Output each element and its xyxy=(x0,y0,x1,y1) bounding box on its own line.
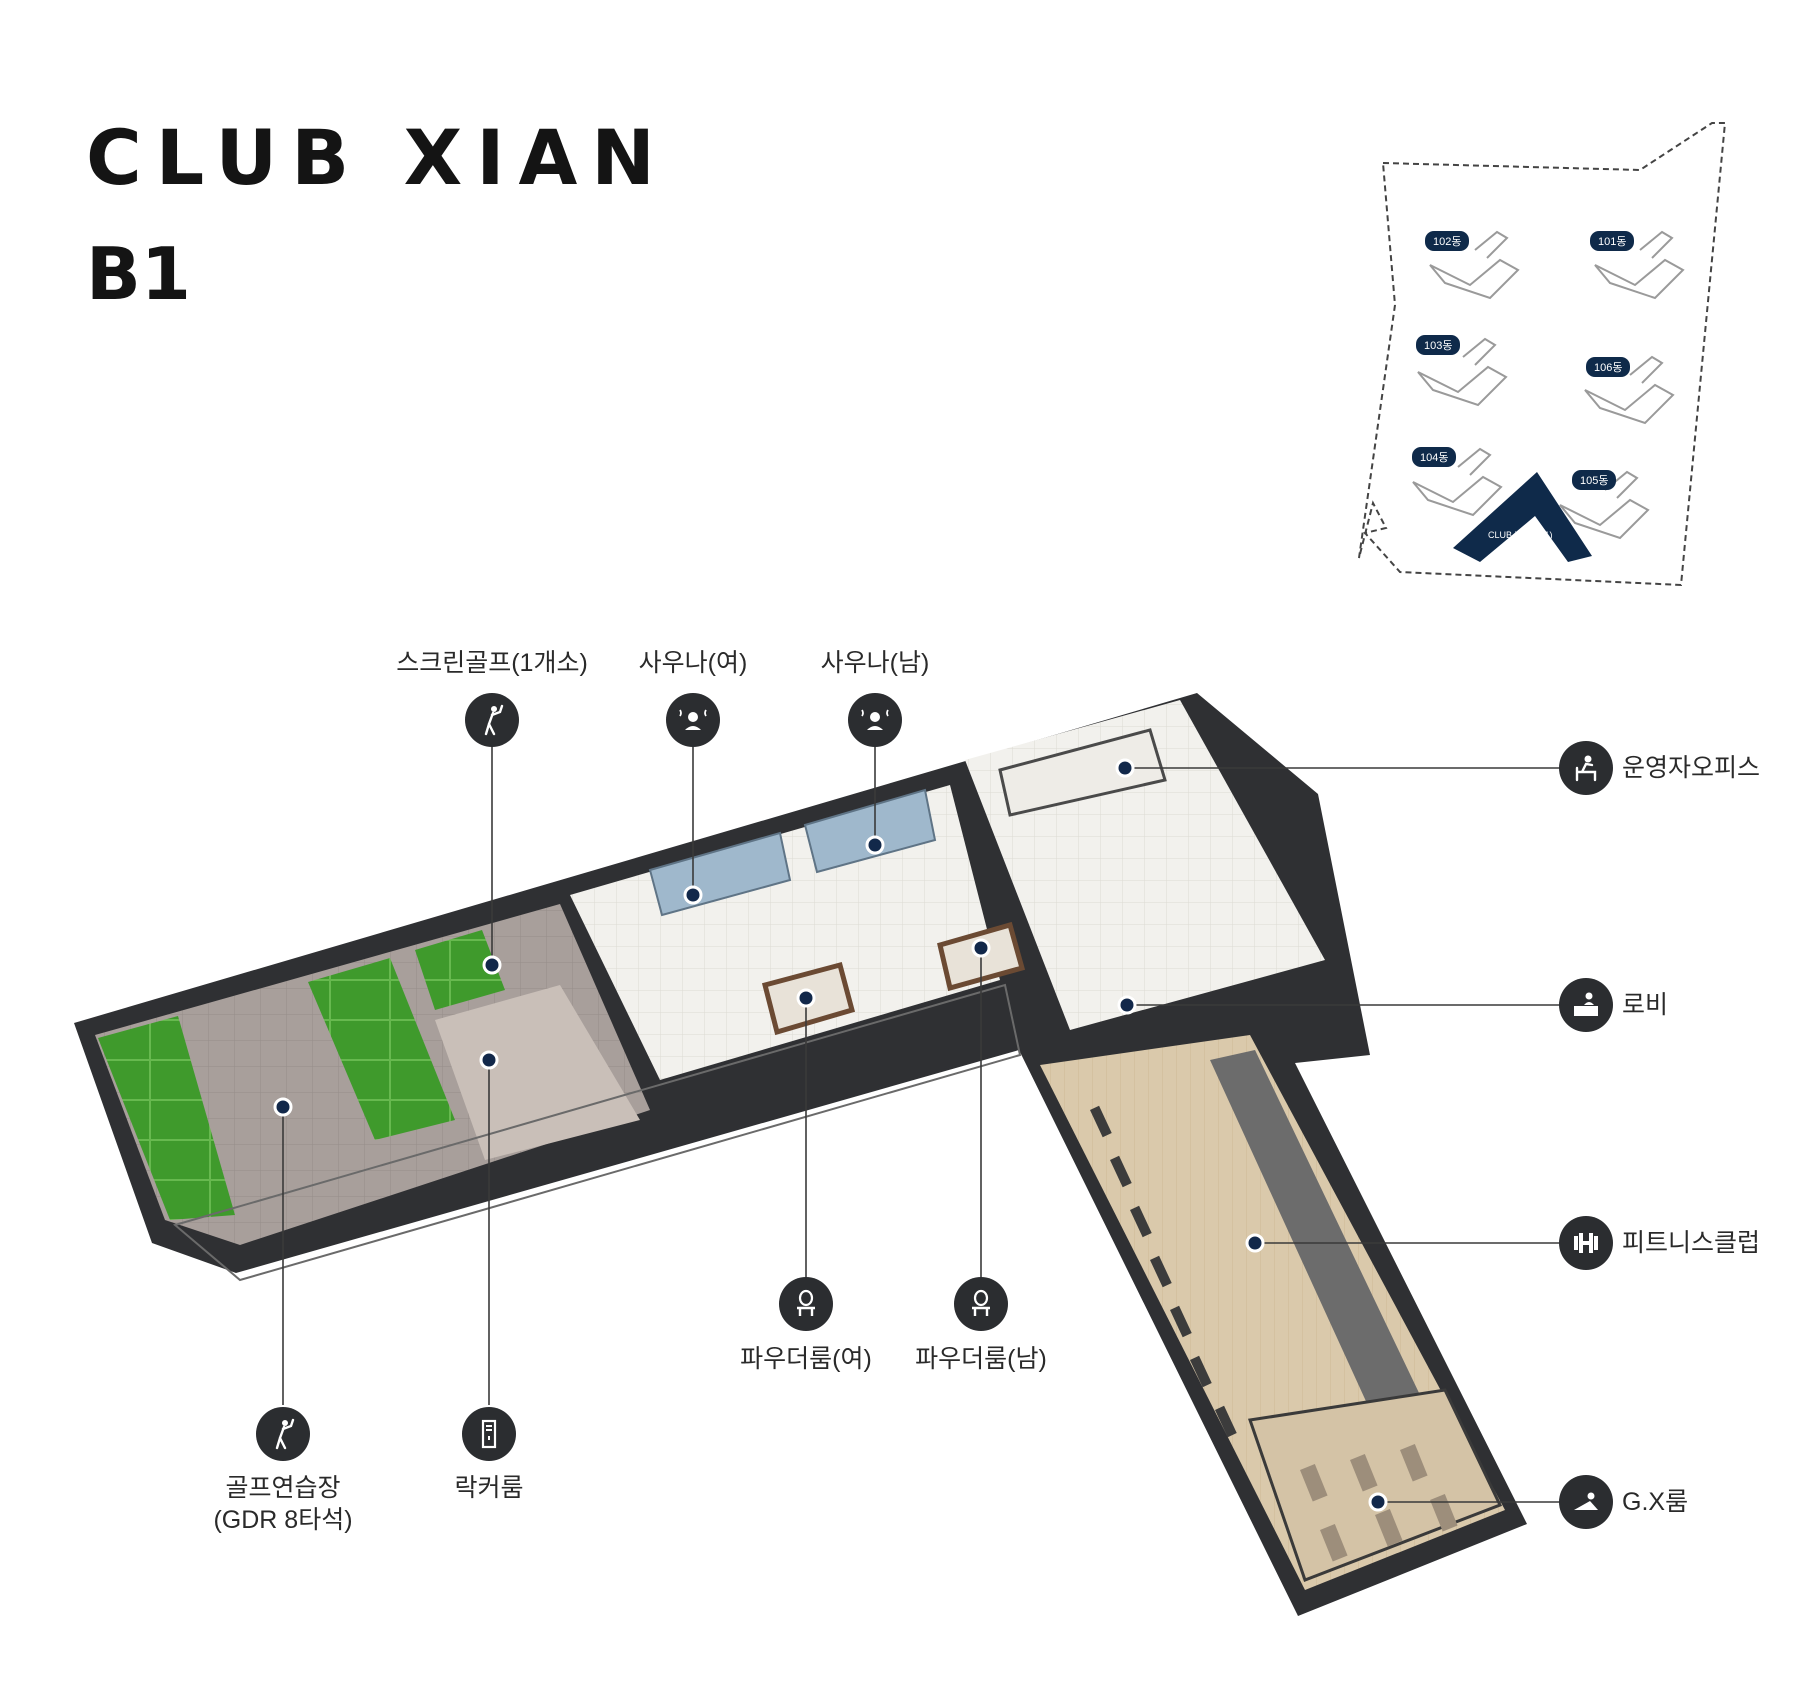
minimap-label-104: 104동 xyxy=(1412,447,1457,467)
label-gx-room: G.X룸 xyxy=(1622,1488,1689,1516)
leader-lines xyxy=(282,720,1560,1503)
brand-title: CLUB XIAN xyxy=(86,113,669,202)
minimap-club-label: CLUB XIAN(B1) xyxy=(1488,530,1553,540)
label-powder-male: 파우더룸(남) xyxy=(915,1345,1047,1373)
floor-label: B1 xyxy=(86,232,191,316)
golfer-icon xyxy=(465,693,519,747)
label-powder-female: 파우더룸(여) xyxy=(740,1345,872,1373)
yoga-icon xyxy=(1559,1475,1613,1529)
lobby-desk-icon xyxy=(1559,978,1613,1032)
club-location-marker xyxy=(1453,472,1592,562)
label-office: 운영자오피스 xyxy=(1622,754,1761,782)
dumbbell-icon xyxy=(1559,1216,1613,1270)
label-sauna-female: 사우나(여) xyxy=(638,649,748,677)
label-fitness: 피트니스클럽 xyxy=(1622,1229,1761,1257)
label-sauna-male: 사우나(남) xyxy=(820,649,930,677)
vanity-icon xyxy=(954,1277,1008,1331)
label-golf-range-title: 골프연습장 xyxy=(225,1474,341,1502)
label-lobby: 로비 xyxy=(1622,991,1669,1019)
label-golf-range: 골프연습장 (GDR 8타석) xyxy=(213,1472,352,1536)
location-dots xyxy=(273,758,1388,1512)
minimap-label-101: 101동 xyxy=(1590,231,1635,251)
label-golf-range-sub: (GDR 8타석) xyxy=(213,1506,353,1534)
label-screen-golf: 스크린골프(1개소) xyxy=(396,649,588,677)
minimap-label-105: 105동 xyxy=(1572,470,1617,490)
b1-floor-plan xyxy=(74,693,1527,1616)
locker-icon xyxy=(462,1407,516,1461)
golfer-icon xyxy=(256,1407,310,1461)
label-locker: 락커룸 xyxy=(454,1474,524,1502)
office-icon xyxy=(1559,741,1613,795)
minimap-label-102: 102동 xyxy=(1425,231,1470,251)
sauna-icon xyxy=(848,693,902,747)
minimap-label-103: 103동 xyxy=(1416,335,1461,355)
sauna-icon xyxy=(666,693,720,747)
site-minimap xyxy=(1358,122,1727,587)
vanity-icon xyxy=(779,1277,833,1331)
minimap-label-106: 106동 xyxy=(1586,357,1631,377)
